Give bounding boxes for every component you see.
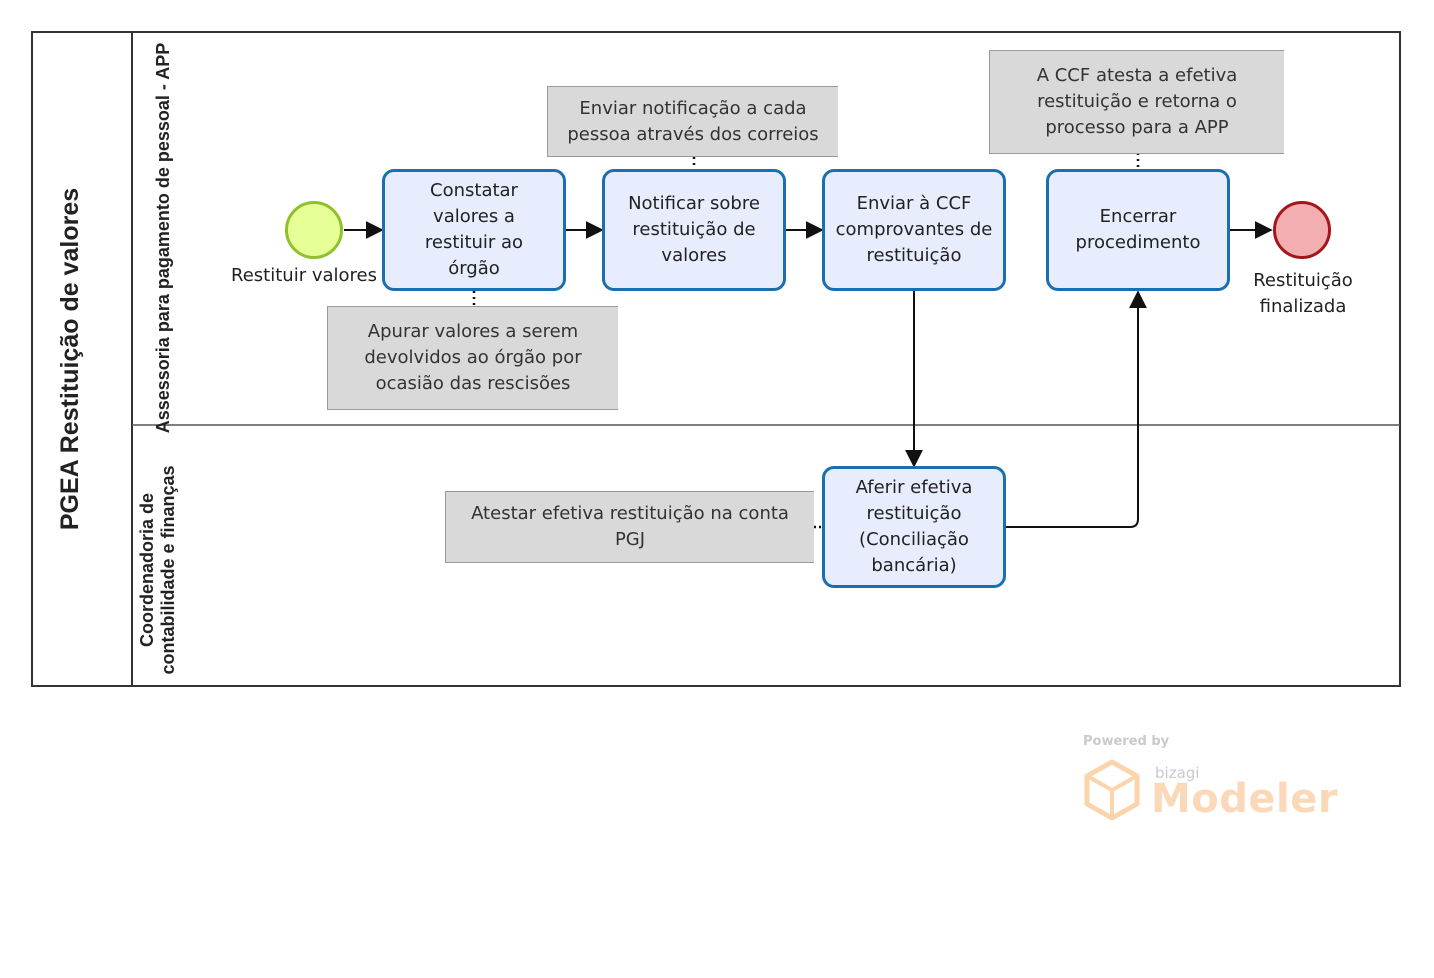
- annotation-apurar-valores: Apurar valores a serem devolvidos ao órg…: [327, 306, 618, 410]
- bizagi-watermark: Powered by bizagi Modeler: [1083, 732, 1343, 832]
- annotation-ccf-atesta: A CCF atesta a efetiva restituição e ret…: [989, 50, 1284, 154]
- start-event-label: Restituir valores: [231, 265, 377, 286]
- bizagi-cube-icon: [1084, 759, 1140, 821]
- task-aferir-restituicao[interactable]: Aferir efetiva restituição (Conciliação …: [822, 466, 1006, 588]
- flow-aferir-to-encerrar: [1005, 290, 1147, 528]
- task-encerrar-procedimento[interactable]: Encerrar procedimento: [1046, 169, 1230, 291]
- task-notificar-restituicao[interactable]: Notificar sobre restituição de valores: [602, 169, 786, 291]
- end-event[interactable]: [1273, 201, 1331, 259]
- start-event[interactable]: [285, 201, 343, 259]
- pool-title: PGEA Restituição de valores: [55, 187, 84, 531]
- annotation-atestar-conta: Atestar efetiva restituição na conta PGJ: [445, 491, 814, 563]
- task-constatar-valores[interactable]: Constatar valores a restituir ao órgão: [382, 169, 566, 291]
- lane-label-ccf: Coordenadoria de contabilidade e finança…: [137, 465, 178, 675]
- end-event-label: Restituição finalizada: [1253, 270, 1353, 317]
- watermark-brand: bizagi: [1155, 764, 1200, 782]
- watermark-powered-by: Powered by: [1083, 734, 1170, 749]
- watermark-product: Modeler: [1151, 776, 1339, 822]
- annotation-enviar-notificacao: Enviar notificação a cada pessoa através…: [547, 86, 838, 157]
- pool-border: [31, 31, 1401, 687]
- task-enviar-ccf[interactable]: Enviar à CCF comprovantes de restituição: [822, 169, 1006, 291]
- lane-label-app: Assessoria para pagamento de pessoal - A…: [152, 42, 173, 434]
